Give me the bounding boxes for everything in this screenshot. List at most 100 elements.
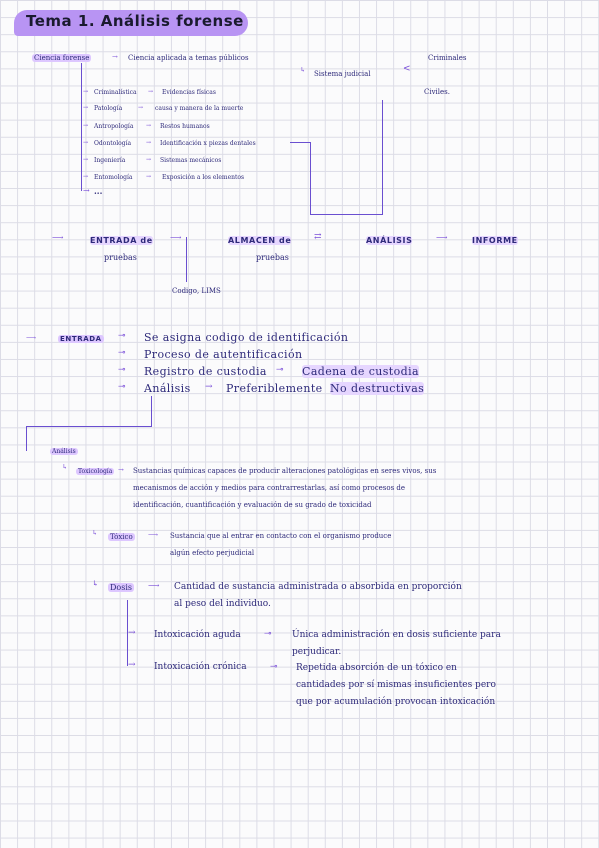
- arrow-icon: →: [146, 139, 152, 146]
- toxicologia-def: identificación, cuantificación y evaluac…: [133, 501, 372, 509]
- toxicologia-def: mecanismos de acción y medios para contr…: [133, 484, 406, 492]
- arrow-icon: →: [138, 104, 144, 111]
- flow-almacen: ALMACEN de: [228, 236, 292, 245]
- toxicologia-label: Toxicología: [76, 468, 115, 475]
- arrow-icon: →: [146, 173, 152, 180]
- arrow-icon: →: [83, 139, 89, 146]
- arrow-hook-icon: ↳: [92, 529, 98, 537]
- rama-desc: Evidencias físicas: [162, 89, 216, 96]
- cronica-label: Intoxicación crónica: [154, 662, 247, 672]
- cronica-def: cantidades por sí mismas insuficientes p…: [296, 680, 496, 690]
- arrow-icon: →: [83, 122, 89, 129]
- dosis-def: Cantidad de sustancia administrada o abs…: [174, 582, 462, 592]
- arrow-icon: →: [146, 122, 152, 129]
- codigo-lims-label: Codigo, LIMS: [172, 287, 221, 295]
- arrow-icon: →: [146, 156, 152, 163]
- arrow-icon: ⟶: [26, 334, 37, 342]
- arrow-icon: ⊸: [264, 629, 272, 639]
- rama-desc: Identificación x piezas dentales: [160, 140, 256, 147]
- connector-line: [310, 142, 311, 214]
- rama-name: Patología: [94, 105, 123, 112]
- entrada-label: ENTRADA: [58, 335, 104, 343]
- rama-desc: Restos humanos: [160, 123, 210, 130]
- arrow-icon: →: [83, 156, 89, 163]
- arrow-hook-icon: ↳: [300, 66, 306, 74]
- entrada-item: Proceso de autentificación: [144, 348, 303, 361]
- double-arrow-icon: ⇄: [314, 232, 322, 242]
- cronica-def: que por acumulación provocan intoxicació…: [296, 697, 496, 707]
- connector-line: [151, 396, 152, 426]
- connector-line: [26, 426, 27, 451]
- arrow-icon: ⊸: [270, 662, 278, 672]
- branch-line: [81, 63, 82, 191]
- rama-name: Criminalística: [94, 89, 137, 96]
- arrow-hook-icon: ↳: [92, 579, 99, 588]
- dosis-def: al peso del individuo.: [174, 599, 271, 609]
- arrow-icon: ⊸: [118, 382, 126, 392]
- toxico-def: Sustancia que al entrar en contacto con …: [170, 532, 392, 540]
- flow-informe: INFORME: [472, 236, 518, 245]
- arrow-icon: →: [112, 53, 118, 61]
- arrow-icon: ⟶: [170, 233, 182, 242]
- flow-entrada: ENTRADA de: [90, 236, 153, 245]
- arrow-icon: ⟶: [52, 233, 64, 242]
- entrada-item: Análisis: [144, 382, 191, 395]
- toxico-def: algún efecto perjudicial: [170, 549, 255, 557]
- arrow-icon: →: [118, 466, 124, 474]
- rama-name: Ingeniería: [94, 157, 126, 164]
- entrada-item: Registro de custodia: [144, 365, 267, 378]
- entrada-item: Se asigna codigo de identificación: [144, 331, 349, 344]
- branch-icon: <: [403, 64, 411, 74]
- arrow-icon: ⊸: [118, 348, 126, 358]
- aguda-label: Intoxicación aguda: [154, 630, 241, 640]
- rama-name: Odontología: [94, 140, 132, 147]
- rama-desc: Sistemas mecánicos: [160, 157, 222, 164]
- arrow-hook-icon: ↳: [62, 463, 68, 471]
- flow-entrada-pruebas: pruebas: [104, 253, 137, 262]
- connector-line: [310, 214, 382, 215]
- civiles-label: Civiles.: [424, 88, 450, 96]
- arrow-icon: →: [83, 173, 89, 180]
- more-ellipsis: ...: [94, 186, 103, 196]
- toxico-label: Tóxico: [108, 533, 135, 541]
- title-banner: [14, 10, 248, 36]
- arrow-icon: →: [83, 88, 89, 95]
- page-title: Tema 1. Análisis forense: [26, 12, 244, 30]
- arrow-icon: ⟶: [148, 581, 160, 590]
- connector-line: [382, 100, 383, 215]
- sistema-judicial-label: Sistema judicial: [314, 70, 371, 78]
- arrow-icon: ⊸: [118, 331, 126, 341]
- flow-analisis: ANÁLISIS: [366, 236, 413, 245]
- arrow-icon: →: [205, 382, 213, 392]
- criminales-label: Criminales: [428, 54, 467, 62]
- no-destructivas: No destructivas: [330, 382, 425, 395]
- connector-line: [127, 600, 128, 666]
- arrow-icon: →: [83, 186, 90, 195]
- cadena-custodia: Cadena de custodia: [302, 365, 419, 378]
- arrow-icon: →: [128, 628, 136, 638]
- arrow-icon: →: [148, 88, 154, 95]
- arrow-icon: ⊸: [276, 365, 284, 375]
- aguda-def: perjudicar.: [292, 647, 342, 657]
- rama-name: Entomología: [94, 174, 133, 181]
- connector-line: [26, 426, 152, 427]
- toxicologia-def: Sustancias químicas capaces de producir …: [133, 467, 437, 475]
- aguda-def: Única administración en dosis suficiente…: [292, 630, 501, 640]
- rama-desc: causa y manera de la muerte: [155, 105, 244, 112]
- dosis-label: Dosis: [108, 583, 134, 592]
- arrow-icon: →: [128, 660, 136, 670]
- rama-name: Antropología: [94, 123, 134, 130]
- connector-line: [186, 237, 187, 282]
- analisis-label: Análisis: [50, 448, 78, 455]
- ciencia-forense-label: Ciencia forense: [32, 54, 92, 62]
- arrow-icon: ⟶: [148, 531, 159, 539]
- arrow-icon: →: [83, 104, 89, 111]
- preferiblemente: Preferiblemente: [226, 382, 323, 395]
- cronica-def: Repetida absorción de un tóxico en: [296, 663, 457, 673]
- arrow-icon: ⊸: [118, 365, 126, 375]
- connector-line: [290, 142, 310, 143]
- rama-desc: Exposición a los elementos: [162, 174, 245, 181]
- arrow-icon: ⟶: [436, 233, 448, 242]
- ciencia-forense-definition: Ciencia aplicada a temas públicos: [128, 54, 249, 62]
- flow-almacen-pruebas: pruebas: [256, 253, 289, 262]
